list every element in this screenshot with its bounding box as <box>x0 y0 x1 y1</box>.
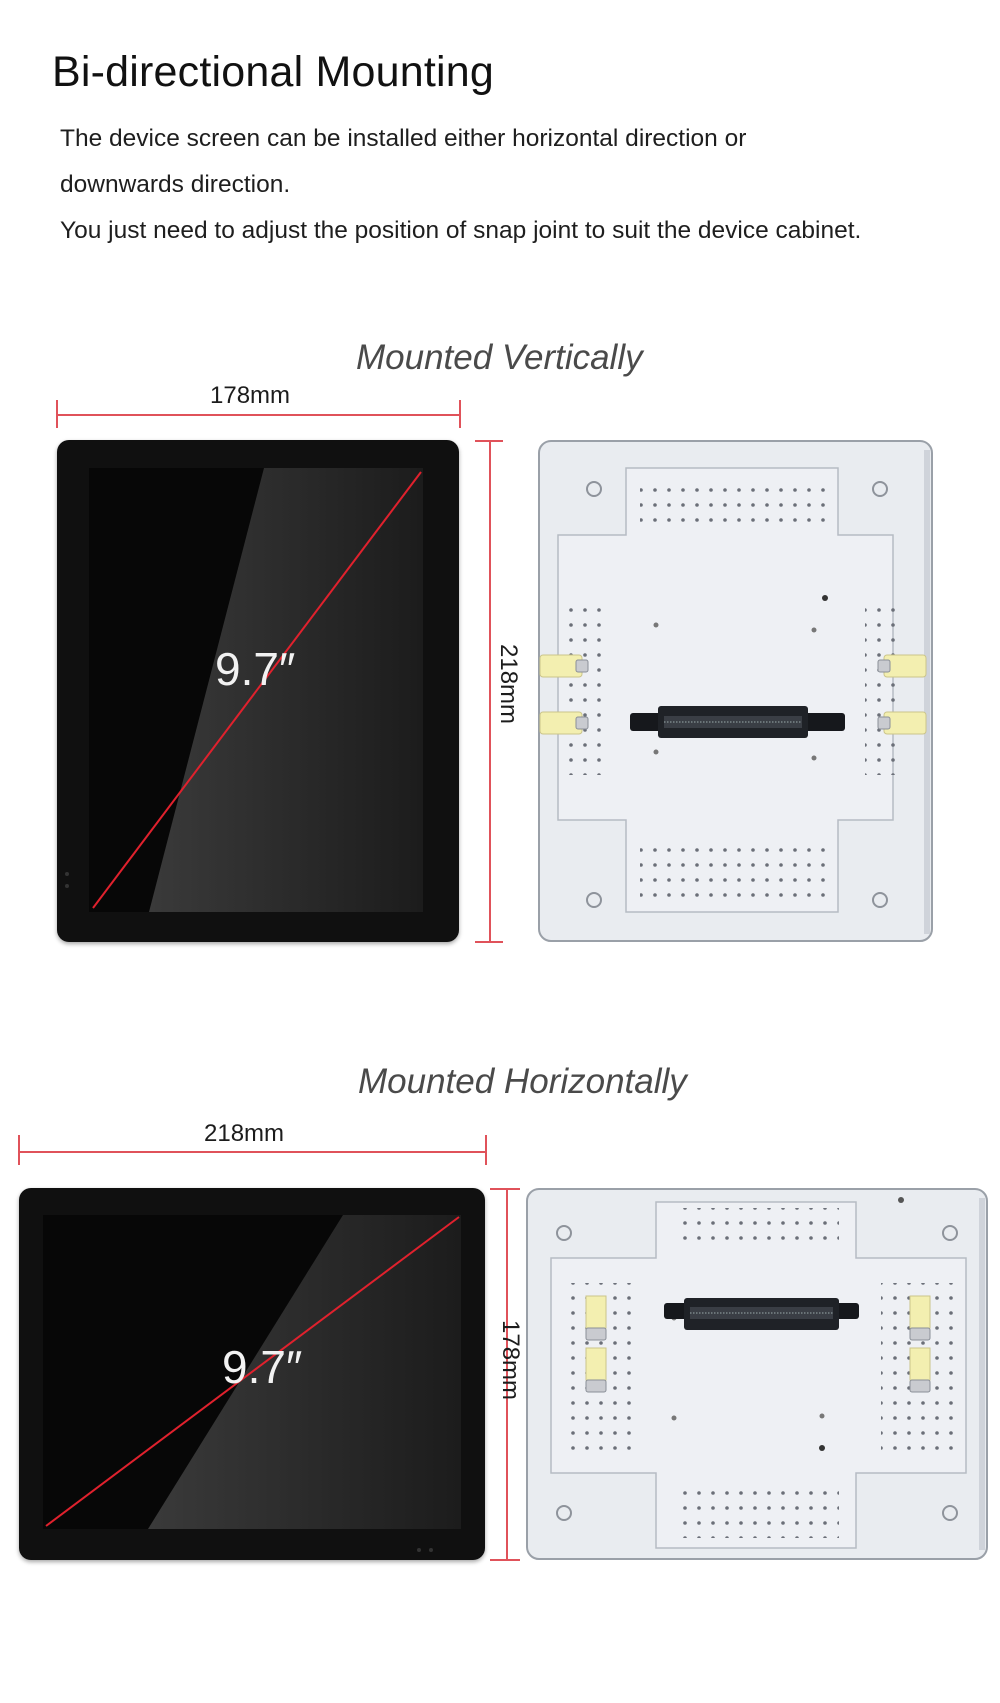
horizontal-height-label: 178mm <box>497 1320 524 1401</box>
vent-holes <box>640 482 830 530</box>
snap-joint-clip-icon <box>909 1295 931 1393</box>
sensor-dot <box>429 1548 433 1552</box>
vertical-screen-front: 9.7″ <box>57 440 459 942</box>
description-line-2: downwards direction. <box>60 171 291 198</box>
sensor-dot <box>65 872 69 876</box>
connector-port-icon <box>664 1298 859 1330</box>
horizontal-width-tick-left <box>18 1135 20 1165</box>
horizontal-width-tick-right <box>485 1135 487 1165</box>
snap-joint-clip-icon <box>539 654 589 735</box>
horizontal-height-tick-top <box>490 1188 520 1190</box>
vertical-back-panel <box>538 440 933 942</box>
connector-port-icon <box>630 706 845 738</box>
vertical-screen-display <box>89 468 423 912</box>
vertical-height-tick-top <box>475 440 503 442</box>
horizontal-diagonal-label: 9.7″ <box>222 1341 303 1393</box>
vent-holes <box>640 845 830 900</box>
vertical-width-label: 178mm <box>210 382 291 409</box>
horizontal-screen-display <box>43 1215 461 1529</box>
vertical-width-tick-left <box>56 400 58 428</box>
description-line-1: The device screen can be installed eithe… <box>60 125 747 152</box>
horizontal-section-title: Mounted Horizontally <box>358 1062 687 1101</box>
vertical-height-tick-bottom <box>475 941 503 943</box>
vertical-section-title: Mounted Vertically <box>356 338 643 377</box>
snap-joint-clip-icon <box>877 654 927 735</box>
vent-holes <box>865 600 905 775</box>
horizontal-back-panel <box>526 1188 988 1560</box>
page-title: Bi-directional Mounting <box>52 48 494 96</box>
vent-holes <box>563 600 603 775</box>
vertical-height-label: 218mm <box>495 644 522 725</box>
description-line-3: You just need to adjust the position of … <box>60 217 862 244</box>
vertical-width-dimension-line <box>57 414 460 416</box>
sensor-dot <box>65 884 69 888</box>
vertical-width-tick-right <box>459 400 461 428</box>
snap-joint-clip-icon <box>585 1295 607 1393</box>
horizontal-width-label: 218mm <box>204 1120 285 1147</box>
vertical-diagonal-label: 9.7″ <box>215 643 296 695</box>
vent-holes <box>674 1490 839 1538</box>
horizontal-screen-front: 9.7″ <box>19 1188 485 1560</box>
sensor-dot <box>417 1548 421 1552</box>
horizontal-height-dimension-line <box>506 1188 508 1560</box>
horizontal-height-tick-bottom <box>490 1559 520 1561</box>
horizontal-width-dimension-line <box>19 1151 486 1153</box>
vertical-height-dimension-line <box>489 440 491 942</box>
vent-holes <box>674 1208 839 1250</box>
